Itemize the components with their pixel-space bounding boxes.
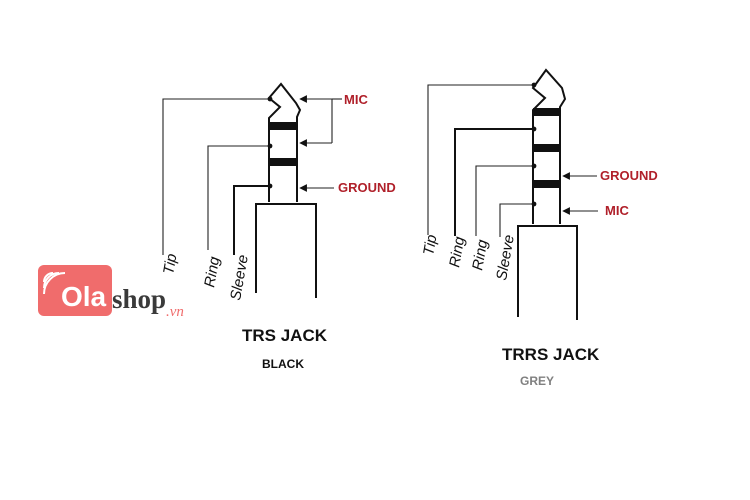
trrs-pin-sleeve: Sleeve: [493, 234, 518, 282]
trs-subtitle: BLACK: [262, 357, 304, 371]
trs-band-1: [269, 122, 298, 130]
trs-sleeve-contact: [267, 183, 273, 189]
trs-title: TRS JACK: [242, 326, 328, 345]
trrs-pin-ring-1: Ring: [446, 235, 468, 269]
logo-prefix: Ola: [61, 281, 107, 312]
trrs-ring2-wire: [475, 165, 534, 236]
trrs-title: TRRS JACK: [502, 345, 600, 364]
trrs-plug-outline: [531, 68, 567, 224]
trs-band-2: [269, 158, 298, 166]
trrs-ring2-contact: [531, 163, 537, 169]
trrs-pin-ring-2: Ring: [469, 238, 491, 272]
trrs-signal-ground: GROUND: [600, 168, 658, 183]
trs-pin-sleeve: Sleeve: [227, 254, 252, 302]
logo-tld: .vn: [166, 304, 184, 320]
trrs-barrel: [517, 225, 578, 320]
trrs-tip-wire: [427, 84, 534, 235]
logo-badge: [38, 265, 112, 316]
trrs-sleeve-wire: [499, 203, 534, 237]
trrs-ring1-wire: [454, 128, 534, 236]
trs-pin-ring: Ring: [201, 255, 223, 289]
trrs-band-3: [533, 180, 561, 188]
trs-ring-wire: [207, 145, 270, 250]
trrs-subtitle: GREY: [520, 374, 554, 388]
trs-jack: MIC GROUND Tip Ring Sleeve TRS JACK BLAC…: [160, 82, 396, 371]
trs-tip-contact: [267, 96, 273, 102]
logo-suffix: shop: [112, 284, 166, 314]
trs-ring-contact: [267, 143, 273, 149]
trs-plug-outline: [267, 82, 302, 202]
trs-barrel: [255, 203, 317, 298]
trs-signal-mic: MIC: [344, 92, 368, 107]
trs-pin-tip: Tip: [160, 252, 180, 275]
trrs-sleeve-contact: [531, 201, 537, 207]
signal-waves-icon: [43, 272, 66, 295]
trrs-jack: GROUND MIC Tip Ring Ring Sleeve TRRS JAC…: [420, 68, 658, 388]
trrs-band-1: [533, 108, 561, 116]
trrs-signal-mic: MIC: [605, 203, 629, 218]
trrs-pin-tip: Tip: [420, 233, 440, 256]
trrs-tip-contact: [531, 82, 537, 88]
trs-sleeve-wire: [233, 185, 270, 255]
trrs-band-2: [533, 144, 561, 152]
olashop-logo: Ola shop .vn: [38, 265, 184, 320]
trrs-ring1-contact: [531, 126, 537, 132]
trs-signal-ground: GROUND: [338, 180, 396, 195]
trs-tip-wire: [162, 98, 270, 255]
